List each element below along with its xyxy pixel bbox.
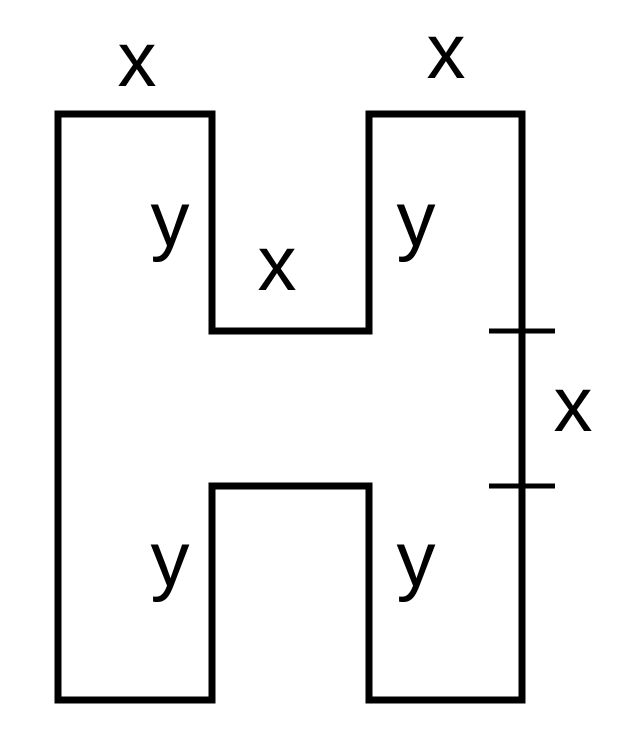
label-upper-left-notch-depth: y: [151, 175, 190, 263]
label-crossbar-height: x: [554, 360, 593, 448]
label-lower-left-notch-depth: y: [151, 515, 190, 603]
label-top-right-width: x: [427, 7, 466, 95]
label-top-left-width: x: [118, 15, 157, 103]
label-lower-right-notch-depth: y: [397, 515, 436, 603]
h-shape-outline: [54, 110, 526, 704]
label-upper-notch-width: x: [258, 219, 297, 307]
label-upper-right-notch-depth: y: [397, 175, 436, 263]
